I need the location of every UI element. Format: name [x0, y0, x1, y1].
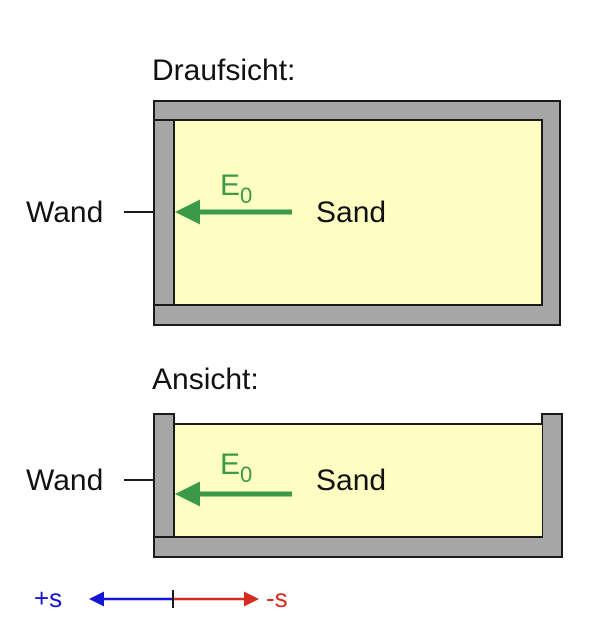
side-view-sand-label: Sand	[316, 464, 386, 497]
direction-axis: +s -s	[34, 583, 288, 613]
top-view-force-subscript: 0	[240, 183, 252, 208]
top-view-sand-label: Sand	[316, 196, 386, 229]
side-view: Ansicht: Wand E0 Sand	[26, 363, 563, 558]
side-view-force-label: E0	[220, 448, 252, 487]
top-view-force-label: E0	[220, 169, 252, 208]
side-view-title: Ansicht:	[152, 363, 259, 396]
top-view-wall-label: Wand	[26, 196, 103, 229]
positive-direction-label: +s	[34, 583, 62, 613]
side-view-sand-area	[174, 424, 542, 537]
negative-direction-label: -s	[266, 583, 288, 613]
top-view-wall	[153, 119, 175, 306]
top-view-title: Draufsicht:	[152, 54, 295, 87]
side-view-wall	[153, 413, 175, 538]
side-view-force-subscript: 0	[240, 462, 252, 487]
top-view: Draufsicht: Wand E0 Sand	[26, 54, 561, 326]
side-view-wall-label: Wand	[26, 464, 103, 497]
